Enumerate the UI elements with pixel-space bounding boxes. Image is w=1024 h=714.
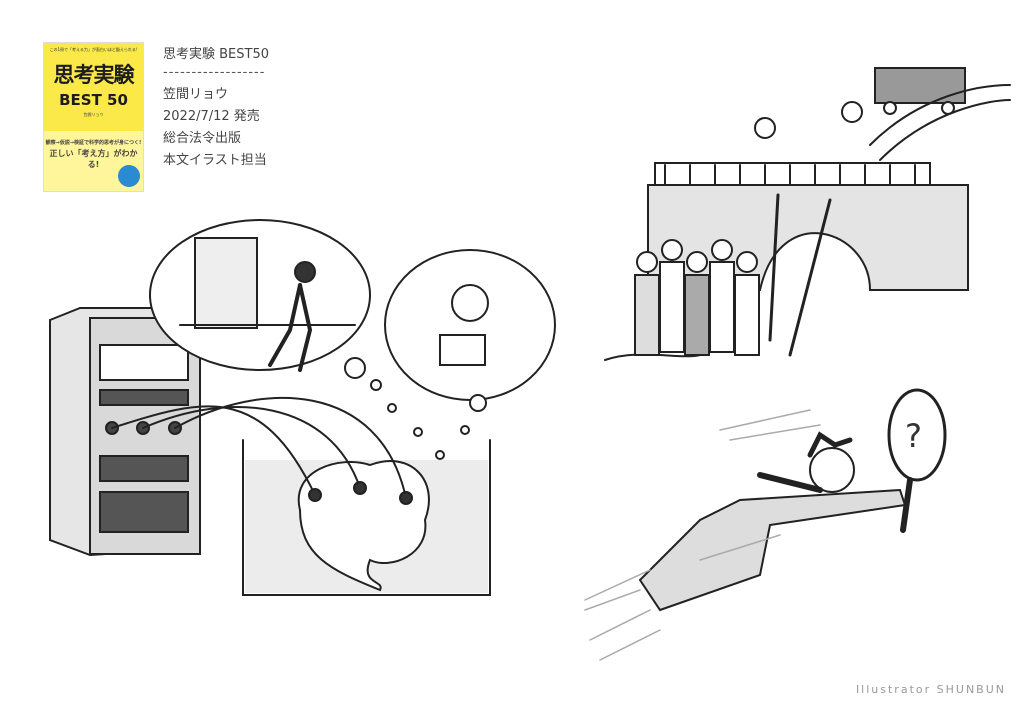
bridge-illustration bbox=[604, 67, 1011, 361]
brain-in-vat-illustration bbox=[49, 219, 556, 596]
book-role: 本文イラスト担当 bbox=[163, 153, 267, 168]
book-title: 思考実験 BEST50 bbox=[163, 47, 269, 62]
book-info: 思考実験 BEST50 ------------------ 笠間リョウ 202… bbox=[163, 44, 269, 172]
cover-author: 笠間リョウ bbox=[83, 112, 104, 117]
book-release: 2022/7/12 発売 bbox=[163, 109, 260, 124]
book-author: 笠間リョウ bbox=[163, 87, 229, 102]
cover-tagline: この1冊で「考える力」が面白いほど鍛えられる! bbox=[49, 47, 138, 52]
svg-text:?: ? bbox=[905, 417, 922, 455]
cover-subtitle: BEST 50 bbox=[59, 91, 128, 109]
flying-man-illustration: ? bbox=[584, 388, 947, 661]
book-publisher: 総合法令出版 bbox=[163, 131, 242, 146]
cover-badge bbox=[118, 165, 140, 187]
divider: ------------------ bbox=[163, 65, 266, 80]
cover-copy2: 正しい「考え方」がわかる! bbox=[49, 149, 138, 169]
cover-lower: 観察→仮説→検証で科学的思考が身につく! 正しい「考え方」がわかる! bbox=[44, 131, 143, 191]
cover-title: 思考実験 bbox=[53, 63, 135, 87]
illustrator-credit: Illustrator SHUNBUN bbox=[855, 683, 1006, 696]
book-cover: この1冊で「考える力」が面白いほど鍛えられる! 思考実験 BEST 50 笠間リ… bbox=[43, 42, 144, 192]
cover-copy1: 観察→仮説→検証で科学的思考が身につく! bbox=[45, 140, 142, 146]
